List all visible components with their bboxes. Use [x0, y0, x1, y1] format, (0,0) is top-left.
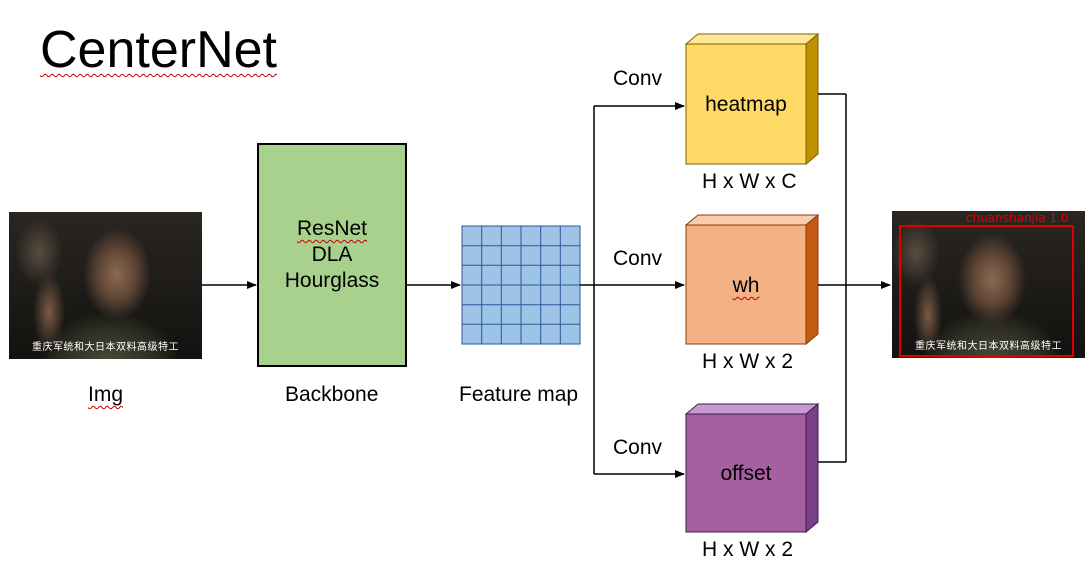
conv-label-wh: Conv [613, 247, 663, 270]
offset-shape: H x W x 2 [702, 538, 794, 561]
backbone-label: Backbone [285, 383, 379, 406]
backbone-models: ResNet DLA Hourglass [258, 216, 406, 294]
backbone-model-hourglass: Hourglass [284, 269, 380, 292]
output-subtitle: 重庆军统和大日本双料高级特工 [915, 341, 1062, 352]
wh-cube [684, 213, 820, 346]
wh-name: wh [686, 274, 806, 298]
backbone-box [257, 143, 407, 367]
detection-label: chuanshanjia 1.0 [966, 211, 1069, 225]
wh-name-text: wh [732, 274, 760, 297]
feature-map-grid [461, 225, 581, 345]
diagram-title: CenterNet [40, 21, 277, 79]
detection-box [899, 225, 1074, 357]
heatmap-name: heatmap [705, 93, 787, 116]
feature-map-label: Feature map [459, 383, 579, 406]
offset-cube [684, 402, 820, 534]
input-subtitle: 重庆军统和大日本双料高级特工 [32, 342, 179, 353]
offset-name: offset [720, 462, 772, 485]
backbone-model-dla: DLA [311, 243, 353, 266]
input-label: Img [88, 383, 124, 406]
conv-label-offset: Conv [613, 436, 663, 459]
input-image: 重庆军统和大日本双料高级特工 [9, 212, 202, 359]
output-image: 重庆军统和大日本双料高级特工 chuanshanjia 1.0 [892, 211, 1085, 358]
heatmap-cube [684, 32, 820, 166]
backbone-model-resnet: ResNet [296, 217, 368, 240]
wh-shape: H x W x 2 [702, 350, 794, 373]
conv-label-heatmap: Conv [613, 67, 663, 90]
heatmap-shape: H x W x C [702, 170, 797, 193]
